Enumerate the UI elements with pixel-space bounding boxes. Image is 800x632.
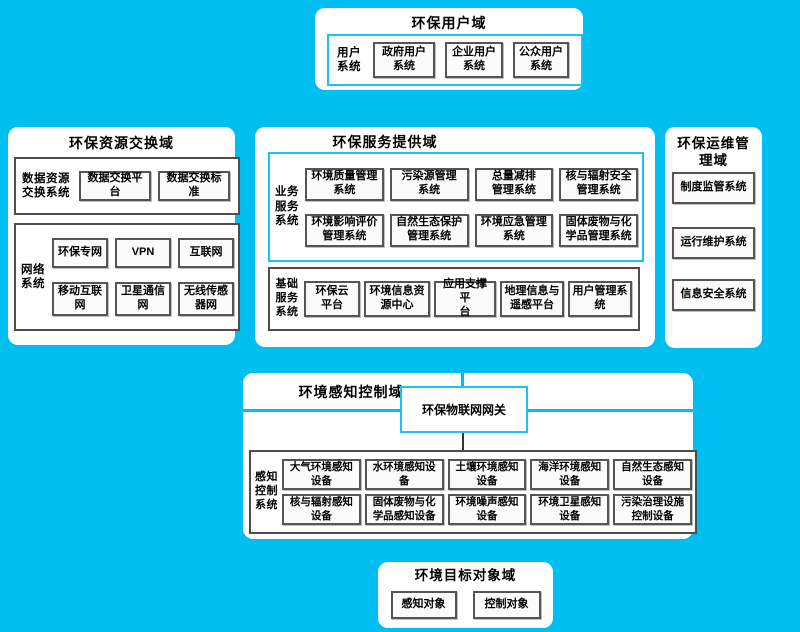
env-satellite-sensing-box: 环境卫星感知 设备: [530, 494, 610, 525]
service-domain-title: 环保服务提供域: [332, 134, 438, 150]
sensing-device-boxes: 大气环境感知 设备 水环境感知设 备 土壤环境感知 设备 海洋环境感知 设备 自…: [282, 459, 692, 525]
solid-waste-chemical-sensing-box: 固体废物与化 学品感知设备: [364, 494, 444, 525]
domain-sensing: 环境感知控制域 环保物联网网关 感知 控制 系统 大气环境感知 设备 水环境感知…: [243, 373, 697, 539]
env-impact-assessment-box: 环境影响评价 管理系统: [305, 213, 384, 247]
institution-supervision-box: 制度监管系统: [672, 172, 755, 204]
operation-maintenance-box: 运行维护系统: [672, 227, 755, 259]
env-noise-sensing-box: 环境噪声感知 设备: [447, 494, 527, 525]
domain-user: 环保用户域 用户 系统 政府用户 系统 企业用户 系统 公众用户 系统: [315, 8, 583, 90]
water-env-sensing-box: 水环境感知设 备: [364, 459, 444, 490]
nuclear-radiation-safety-box: 核与辐射安全 管理系统: [559, 167, 638, 201]
control-object-box: 控制对象: [472, 591, 541, 619]
app-support-platform-box: 应用支撑平 台: [434, 278, 496, 318]
exchange-domain-title: 环保资源交换域: [69, 135, 174, 151]
sensing-domain-title: 环境感知控制域: [298, 384, 404, 400]
network-boxes: 环保专网 VPN 互联网 移动互联 网 卫星通信 网 无线传感 器网: [52, 238, 234, 316]
domain-exchange: 环保资源交换域 数据资源 交换系统 数据交换平台 数据交换标准 网络 系统 环保…: [8, 127, 240, 345]
data-exchange-group-label: 数据资源 交换系统: [22, 172, 70, 199]
mobile-internet-box: 移动互联 网: [52, 282, 108, 316]
user-domain-title: 环保用户域: [411, 15, 487, 31]
basic-service-label: 基础 服务 系统: [275, 278, 299, 318]
connector-sensing-to-target: [461, 538, 464, 563]
solid-waste-chemical-mgmt-box: 固体废物与化 学品管理系统: [559, 213, 638, 247]
marine-env-sensing-box: 海洋环境感知 设备: [530, 459, 610, 490]
natural-ecology-sensing-box: 自然生态感知 设备: [613, 459, 692, 490]
domain-target: 环境目标对象域 感知对象 控制对象: [378, 562, 553, 628]
env-emergency-mgmt-box: 环境应急管理 系统: [474, 213, 554, 247]
gis-remote-sensing-platform-box: 地理信息与 遥感平台: [500, 281, 564, 317]
info-security-box: 信息安全系统: [672, 279, 755, 311]
user-system-label: 用户 系统: [337, 46, 361, 73]
domain-ops: 环保运维管 理域 制度监管系统 运行维护系统 信息安全系统: [665, 127, 762, 348]
satellite-network-box: 卫星通信 网: [115, 282, 171, 316]
sensing-control-group: 感知 控制 系统 大气环境感知 设备 水环境感知设 备 土壤环境感知 设备 海洋…: [249, 450, 697, 534]
total-reduction-mgmt-box: 总量减排 管理系统: [474, 167, 554, 201]
nuclear-radiation-sensing-box: 核与辐射感知 设备: [282, 494, 361, 525]
user-mgmt-system-box: 用户管理系 统: [568, 281, 632, 317]
data-exchange-platform-box: 数据交换平台: [79, 171, 151, 201]
network-group-label: 网络 系统: [21, 263, 45, 290]
business-service-boxes: 环境质量管理 系统 污染源管理 系统 总量减排 管理系统 核与辐射安全 管理系统…: [305, 167, 638, 247]
pollution-source-mgmt-box: 污染源管理 系统: [389, 167, 469, 201]
basic-service-boxes: 环保云 平台 环境信息资 源中心 应用支撑平 台 地理信息与 遥感平台 用户管理…: [304, 278, 634, 318]
iot-gateway-box: 环保物联网网关: [400, 386, 528, 433]
basic-service-group: 基础 服务 系统 环保云 平台 环境信息资 源中心 应用支撑平 台 地理信息与 …: [268, 267, 640, 331]
target-domain-title: 环境目标对象域: [414, 568, 517, 583]
env-quality-mgmt-box: 环境质量管理 系统: [305, 167, 384, 201]
wireless-sensor-network-box: 无线传感 器网: [178, 282, 234, 316]
sensing-control-label: 感知 控制 系统: [255, 471, 278, 511]
pollution-control-facility-box: 污染治理设施 控制设备: [613, 494, 692, 525]
sensing-object-box: 感知对象: [390, 591, 457, 619]
public-user-system-box: 公众用户 系统: [513, 42, 569, 78]
ops-domain-title: 环保运维管 理域: [677, 136, 750, 168]
user-system-container: 用户 系统 政府用户 系统 企业用户 系统 公众用户 系统: [327, 34, 583, 86]
gateway-top-line: [461, 373, 464, 387]
data-exchange-group: 数据资源 交换系统 数据交换平台 数据交换标准: [14, 157, 240, 215]
domain-service: 环保服务提供域 业务 服务 系统 环境质量管理 系统 污染源管理 系统 总量减排…: [255, 127, 655, 347]
business-service-group: 业务 服务 系统 环境质量管理 系统 污染源管理 系统 总量减排 管理系统 核与…: [268, 152, 644, 262]
business-service-label: 业务 服务 系统: [275, 186, 299, 228]
target-boxes-row: 感知对象 控制对象: [378, 591, 553, 619]
data-exchange-standard-box: 数据交换标准: [158, 171, 230, 201]
connector-service-to-sensing: [461, 345, 464, 390]
env-info-resource-center-box: 环境信息资 源中心: [364, 281, 430, 317]
enterprise-user-system-box: 企业用户 系统: [445, 42, 503, 78]
epa-private-network-box: 环保专网: [52, 238, 108, 268]
gateway-bottom-line: [462, 433, 464, 451]
air-env-sensing-box: 大气环境感知 设备: [282, 459, 361, 490]
vpn-box: VPN: [115, 238, 171, 268]
internet-box: 互联网: [178, 238, 234, 268]
gov-user-system-box: 政府用户 系统: [373, 42, 435, 78]
epa-cloud-platform-box: 环保云 平台: [304, 281, 360, 317]
soil-env-sensing-box: 土壤环境感知 设备: [447, 459, 527, 490]
network-group: 网络 系统 环保专网 VPN 互联网 移动互联 网 卫星通信 网 无线传感 器网: [14, 223, 240, 331]
connector-user-to-service: [443, 82, 446, 153]
natural-ecology-protection-box: 自然生态保护 管理系统: [389, 213, 469, 247]
